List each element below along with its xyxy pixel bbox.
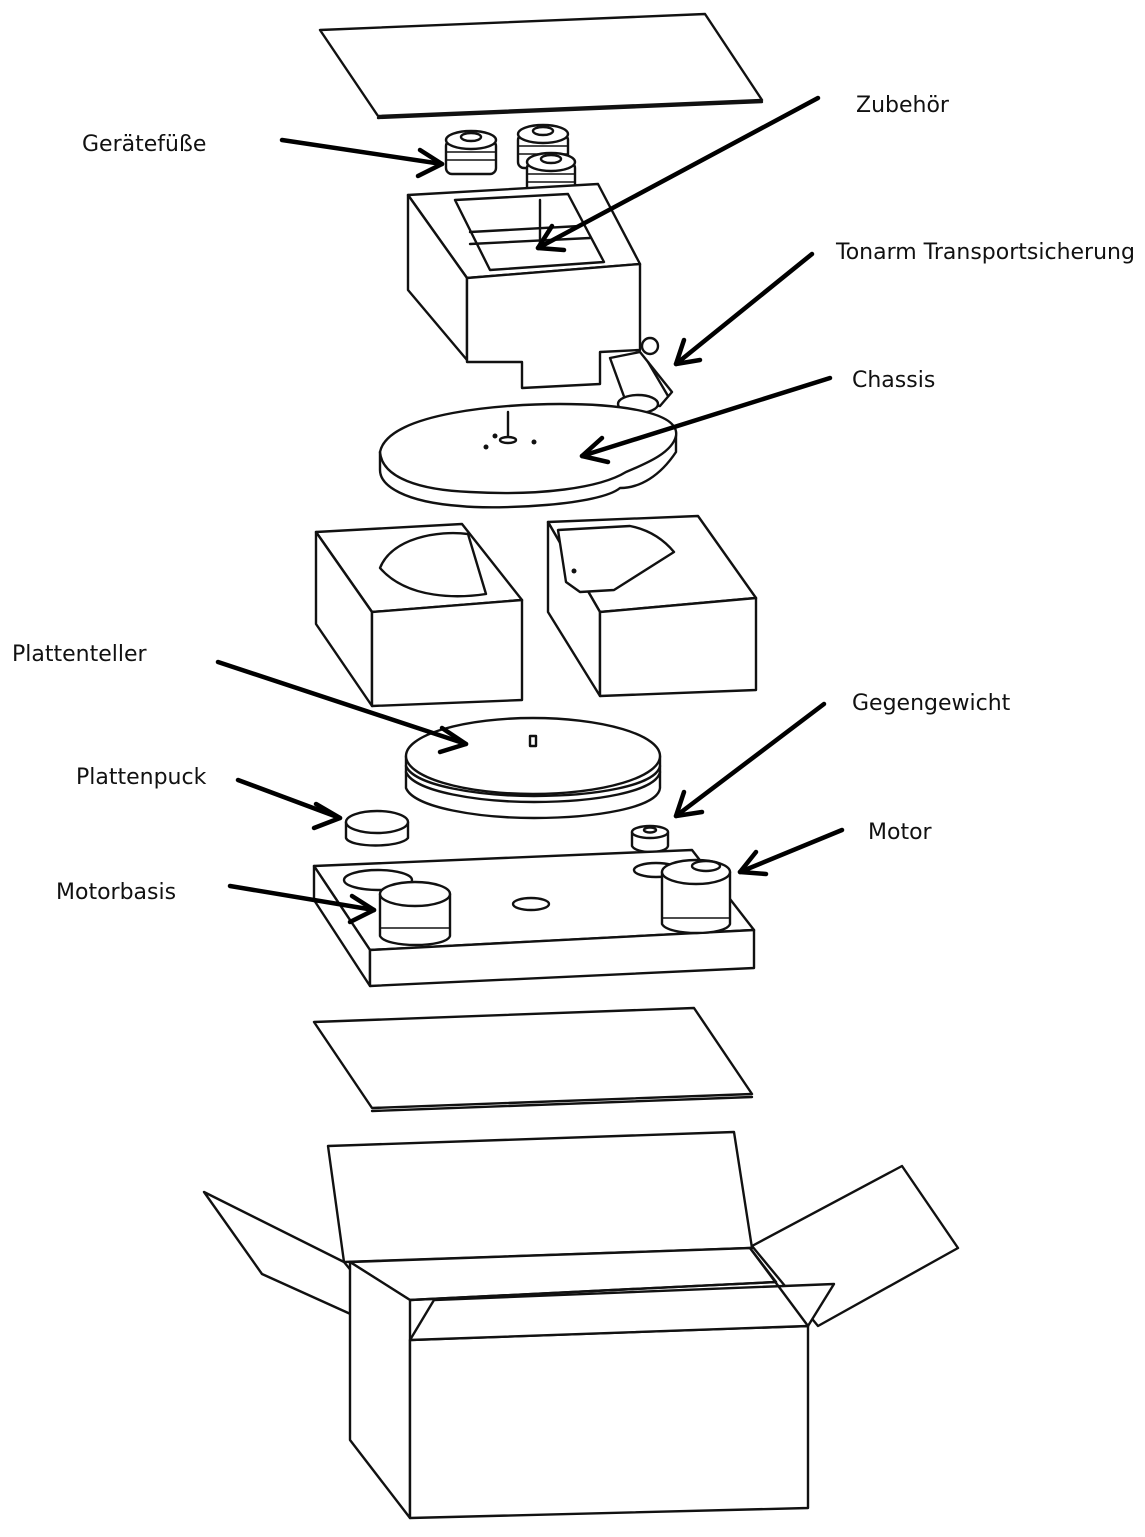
record-puck <box>344 809 410 847</box>
motor <box>660 858 732 935</box>
middle-foam-right <box>546 514 758 698</box>
label-chassis: Chassis <box>852 368 936 393</box>
arrow-zubehoer <box>535 95 821 253</box>
counterweight <box>630 824 670 854</box>
foot-1 <box>444 129 498 176</box>
label-zubehoer: Zubehör <box>856 93 949 118</box>
arrow-plattenteller <box>215 659 469 755</box>
chassis <box>378 402 678 509</box>
leader-arrows <box>215 95 845 925</box>
label-tonarm-transportsicherung: Tonarm Transportsicherung <box>836 240 1135 265</box>
label-plattenteller: Plattenteller <box>12 642 147 667</box>
arrow-gegengewicht <box>673 701 827 819</box>
upper-foam-block <box>406 182 642 390</box>
label-geraetefuesse: Gerätefüße <box>82 132 207 157</box>
label-plattenpuck: Plattenpuck <box>76 765 207 790</box>
middle-foam-left <box>314 522 524 708</box>
label-motor: Motor <box>868 820 932 845</box>
bottom-sheet <box>312 1006 754 1113</box>
arrow-plattenpuck <box>235 777 343 831</box>
device-feet <box>444 123 577 198</box>
arrow-motor <box>737 827 845 877</box>
label-motorbasis: Motorbasis <box>56 880 177 905</box>
arrow-motorbasis <box>227 883 377 925</box>
platter <box>404 716 662 820</box>
arrow-chassis <box>579 375 833 465</box>
top-sheet <box>318 12 764 120</box>
arrow-tonarm <box>673 251 815 367</box>
cardboard-box <box>202 1130 960 1520</box>
arrow-geraetefuesse <box>279 137 445 179</box>
label-gegengewicht: Gegengewicht <box>852 691 1011 716</box>
